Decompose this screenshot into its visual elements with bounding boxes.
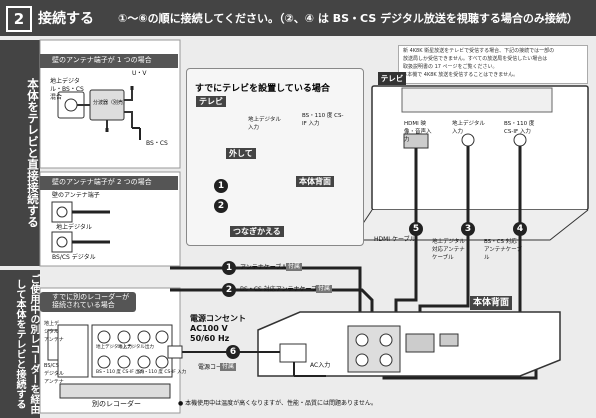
- section-title-recorder-case: すでに別のレコーダーが接続されている場合: [40, 292, 136, 312]
- power-cord-label: 電源コード: [198, 364, 229, 371]
- instruction-text: ①～⑥の順に接続してください。（②、④ は BS・CS デジタル放送を視聴する場…: [118, 12, 578, 25]
- footnote: ● 本機使用中は温度が高くなりますが、性能・品質には問題ありません。: [178, 400, 377, 407]
- step-6-badge: 6: [226, 345, 240, 359]
- notice-line-1: 新 4K8K 衛星放送をテレビで受信する場合、下記の接続では一部の: [403, 48, 555, 54]
- other-port-2: 地上デジタル出力: [118, 345, 154, 350]
- hdmi-cable-label: HDMI ケーブル: [374, 236, 416, 243]
- callout-tv-label: テレビ: [196, 96, 226, 107]
- section-title-one-terminal: 壁のアンテナ端子が 1 つの場合: [40, 54, 178, 68]
- recorder-rear-panel-icon: [347, 325, 401, 373]
- other-recorder-rear-icon: [57, 324, 89, 378]
- tv-mark: テレビ: [378, 72, 406, 85]
- notice-line-2: 放送局しか受信できません。すべての放送局を受信したい場合は: [403, 56, 548, 62]
- tag-3: 付属: [220, 363, 237, 371]
- notice-line-4: ※本機で 4K8K 放送を受信することはできません。: [403, 72, 519, 78]
- callout-step-2-badge: 2: [214, 199, 228, 213]
- out-uv-label: U・V: [132, 70, 147, 77]
- bscs-label: BS/CS デジタル: [52, 254, 96, 261]
- other-recorder-front-icon: [59, 383, 171, 399]
- other-recorder-label: 別のレコーダー: [92, 400, 141, 408]
- step-1-badge: 1: [222, 261, 236, 275]
- tag-2: 付属: [316, 285, 333, 293]
- tag-1: 付属: [286, 263, 303, 271]
- callout-step-1-badge: 1: [214, 179, 228, 193]
- step-5-badge: 5: [409, 222, 423, 236]
- other-port-3: BS・110 度 CS-IF 入力: [138, 370, 187, 375]
- other-port-1: 地上デジタル入力: [96, 345, 132, 350]
- side-label-via-recorder: ご使用中の別レコーダーを経由して本体をテレビと接続する: [0, 270, 40, 418]
- splitter-label: 分波器（別売）: [93, 100, 129, 106]
- antenna-cable-2-label: BS・CS 対応アンテナケーブル: [240, 286, 324, 293]
- recorder-left-label-2: BS/CS デジタル アンテナ: [44, 363, 64, 385]
- recorder-hdmi-port-icon: [405, 333, 435, 353]
- notice-box: 新 4K8K 衛星放送をテレビで受信する場合、下記の接続では一部の 放送局しか受…: [398, 45, 588, 84]
- wall-mixed-label: 地上デジタル・BS・CS 混合: [50, 78, 84, 101]
- remove-label: 外して: [226, 148, 256, 159]
- out-bscs-label: BS・CS: [146, 140, 168, 147]
- other-port-4: BS・110 度 CS-IF 出力: [96, 370, 145, 375]
- header-bar: 2 接続する ①～⑥の順に接続してください。（②、④ は BS・CS デジタル放…: [0, 0, 596, 36]
- bscs-cable-label: BS・CS 対応 アンテナケーブル: [484, 239, 522, 261]
- ac-spec-label: AC100 V: [190, 324, 228, 333]
- power-plug-icon: [167, 345, 183, 359]
- wall-terminal-label: 壁のアンテナ端子: [52, 192, 100, 199]
- step-3-badge: 3: [461, 222, 475, 236]
- acin-label: AC入力: [310, 362, 331, 369]
- side-label-direct-text: 本体をテレビと直接接続する: [26, 78, 40, 228]
- side-label-direct: 本体をテレビと直接接続する: [0, 40, 40, 266]
- callout-rear-label: 本体背面: [296, 176, 334, 187]
- step-4-badge: 4: [513, 222, 527, 236]
- hz-label: 50/60 Hz: [190, 334, 230, 343]
- callout-bs-in: BS・110 度 CS-IF 入力: [302, 113, 344, 127]
- recorder-rear-label: 本体背面: [470, 296, 513, 310]
- tv-bs-label: BS・110 度 CS-IF 入力: [504, 121, 535, 135]
- ac-input-icon: [279, 343, 307, 363]
- section-title: 接続する: [38, 11, 94, 27]
- terrestrial-label: 地上デジタル: [56, 224, 92, 231]
- tv-hdmi-label: HDMI 映像・音声入力: [404, 121, 432, 143]
- tv-case-callout: すでにテレビを設置している場合: [186, 68, 364, 246]
- outlet-label: 電源コンセント: [190, 314, 246, 323]
- tv-terrestrial-label: 地上デジタル入力: [452, 121, 485, 135]
- notice-line-3: 取扱説明書の 17 ページをご覧ください。: [403, 64, 498, 70]
- section-number: 2: [6, 6, 32, 32]
- tv-case-title: すでにテレビを設置している場合: [195, 84, 330, 94]
- reconnect-label: つなぎかえる: [230, 226, 284, 237]
- section-title-two-terminals: 壁のアンテナ端子が 2 つの場合: [40, 176, 178, 190]
- wall-terminal-1-icon: [51, 201, 73, 223]
- wall-terminal-2-icon: [51, 231, 73, 253]
- callout-terrestrial-in: 地上デジタル入力: [248, 117, 281, 131]
- step-2-badge: 2: [222, 283, 236, 297]
- antenna-cable-1-label: アンテナケーブル: [240, 264, 288, 271]
- recorder-left-label-1: 地上デジタル アンテナ: [44, 321, 64, 343]
- terrestrial-cable-label: 地上デジタル 対応アンテナ ケーブル: [432, 239, 465, 261]
- side-label-via-recorder-text: ご使用中の別レコーダーを経由して本体をテレビと接続する: [14, 274, 39, 414]
